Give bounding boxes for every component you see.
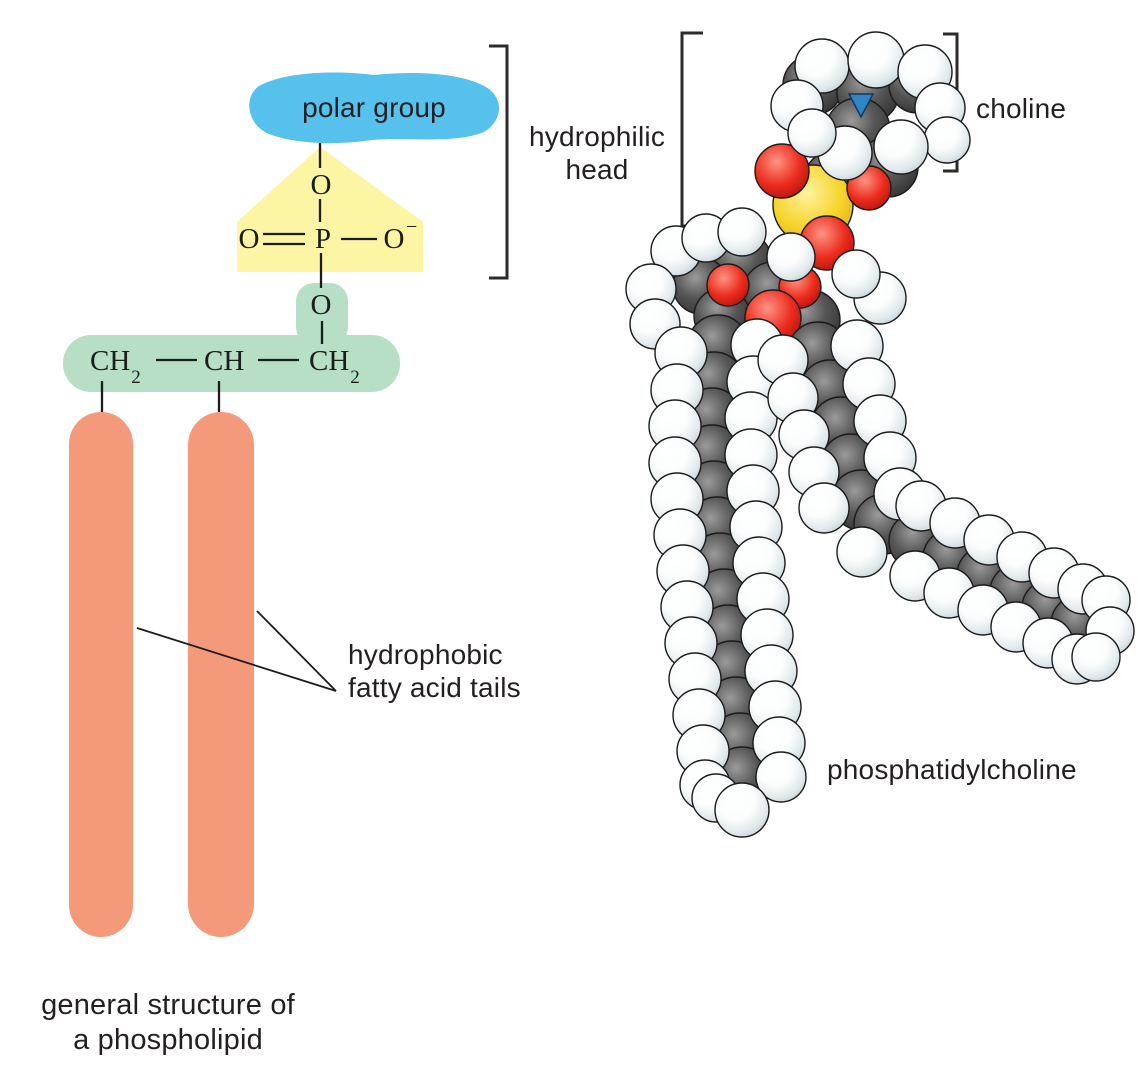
phosphorus-symbol: P — [314, 223, 332, 255]
hydrogen-atom — [831, 249, 881, 299]
oxygen-atom — [706, 263, 750, 307]
hydrogen-atom — [717, 207, 767, 257]
hydrogen-atom — [1071, 632, 1121, 682]
hydrogen-atom — [755, 751, 807, 803]
choline-label: choline — [976, 93, 1067, 124]
label-pointer-lines — [136, 610, 337, 692]
carbon1-symbol: CH2 — [90, 345, 141, 388]
hydrophobic-tails-label-line1: hydrophobic — [348, 639, 503, 670]
polar-group-blob — [249, 72, 500, 144]
caption-line2: a phospholipid — [73, 1024, 263, 1056]
nitrogen-atom — [847, 93, 875, 119]
oxygen-symbol-right: O — [383, 223, 405, 255]
hydrogen-atom — [798, 482, 850, 534]
oxygen-symbol-top: O — [310, 169, 332, 201]
hydrophilic-head-bracket — [489, 44, 509, 280]
hydrophobic-tails-label-line2: fatty acid tails — [348, 672, 521, 703]
polar-group-label: polar group — [302, 92, 446, 123]
molecule-head-bracket — [680, 31, 703, 228]
fatty-acid-tail-right — [188, 412, 254, 937]
hydrogen-atom — [873, 119, 929, 175]
hydrophilic-head-label-line2: head — [565, 154, 629, 185]
molecule-name-label: phosphatidylcholine — [827, 754, 1077, 785]
hydrogen-atom — [836, 526, 888, 578]
carbon3-symbol: CH2 — [309, 345, 360, 388]
carbon2-symbol: CH — [204, 345, 245, 377]
hydrogen-atom — [923, 116, 971, 164]
hydrogen-atom — [766, 232, 816, 282]
hydrogen-atom — [787, 108, 837, 158]
hydrophilic-head-label-line1: hydrophilic — [528, 121, 666, 152]
negative-charge: − — [406, 216, 418, 238]
oxygen-atom — [754, 143, 810, 199]
glycerol-highlight — [63, 283, 400, 392]
fatty-acid-tail-left — [69, 412, 133, 937]
phosphatidylcholine-model — [625, 31, 1135, 838]
bond-lines — [100, 143, 377, 412]
hydrogen-atom — [714, 782, 770, 838]
hydrogen-atom — [847, 31, 905, 89]
oxygen-symbol-bridge: O — [310, 289, 332, 321]
oxygen-symbol-left: O — [238, 223, 260, 255]
phosphate-highlight — [237, 147, 423, 272]
caption-line1: general structure of — [41, 989, 295, 1021]
